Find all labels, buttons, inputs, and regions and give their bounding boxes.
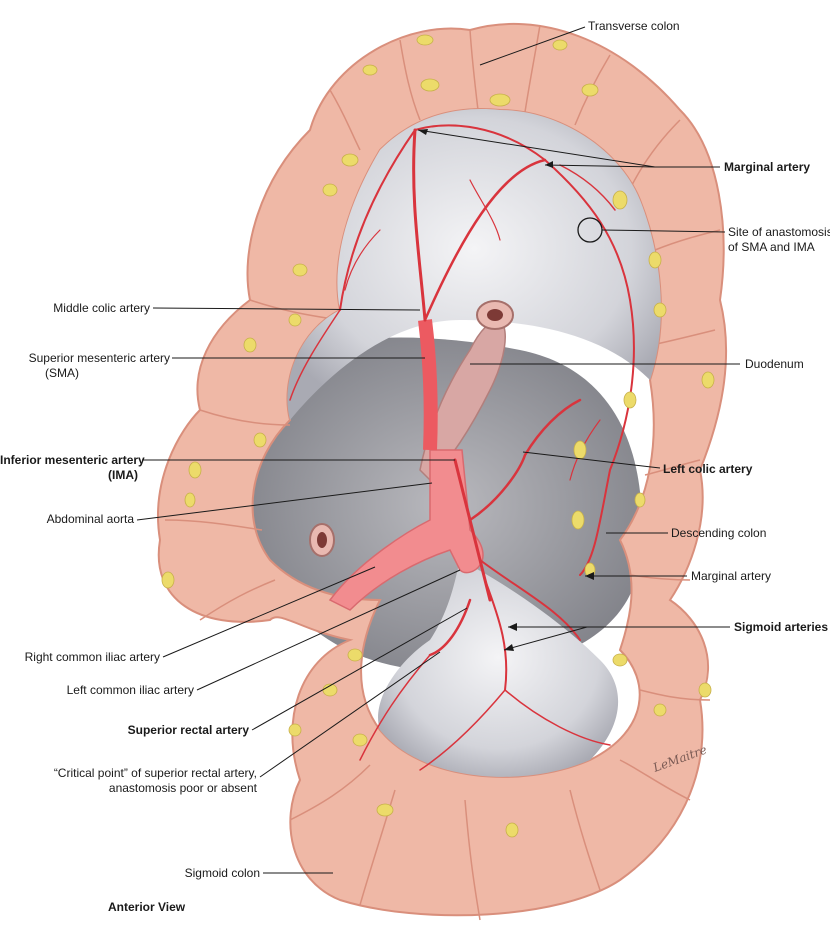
label-sma-line1: Superior mesenteric artery [28,351,170,365]
sma-trunk [418,319,438,451]
label-site-anastomosis-line2: of SMA and IMA [728,240,815,254]
label-ima-line1: Inferior mesenteric artery [0,453,145,467]
label-marginal-artery-top: Marginal artery [724,160,811,174]
label-ima-line2: (IMA) [108,468,138,482]
label-duodenum: Duodenum [745,357,804,371]
label-critical-point: “Critical point” of superior rectal arte… [20,766,257,796]
label-transverse-colon: Transverse colon [588,19,680,33]
label-superior-rectal-artery: Superior rectal artery [127,723,249,737]
label-ima: Inferior mesenteric artery (IMA) [0,453,145,483]
label-left-common-iliac: Left common iliac artery [66,683,194,697]
label-middle-colic-artery: Middle colic artery [53,301,150,315]
haustra [164,24,721,921]
epiploic-appendages [161,34,715,838]
label-site-anastomosis: Site of anastomosis of SMA and IMA [728,225,830,255]
label-marginal-artery-lower: Marginal artery [691,569,772,583]
label-critical-point-line1: “Critical point” of superior rectal arte… [53,766,257,780]
label-sma-line2: (SMA) [45,366,79,380]
label-site-anastomosis-line1: Site of anastomosis [728,225,830,239]
label-view: Anterior View [108,900,186,914]
label-descending-colon: Descending colon [671,526,767,540]
sigmoid-mesocolon [378,560,619,777]
label-left-colic-artery: Left colic artery [663,462,753,476]
label-sigmoid-colon: Sigmoid colon [184,866,260,880]
label-abdominal-aorta: Abdominal aorta [46,512,134,526]
label-right-common-iliac: Right common iliac artery [24,650,160,664]
label-critical-point-line2: anastomosis poor or absent [108,781,257,795]
label-sma: Superior mesenteric artery (SMA) [0,351,170,381]
arterial-tree [289,124,635,771]
label-sigmoid-arteries: Sigmoid arteries [734,620,829,634]
leader-lines [136,26,740,874]
